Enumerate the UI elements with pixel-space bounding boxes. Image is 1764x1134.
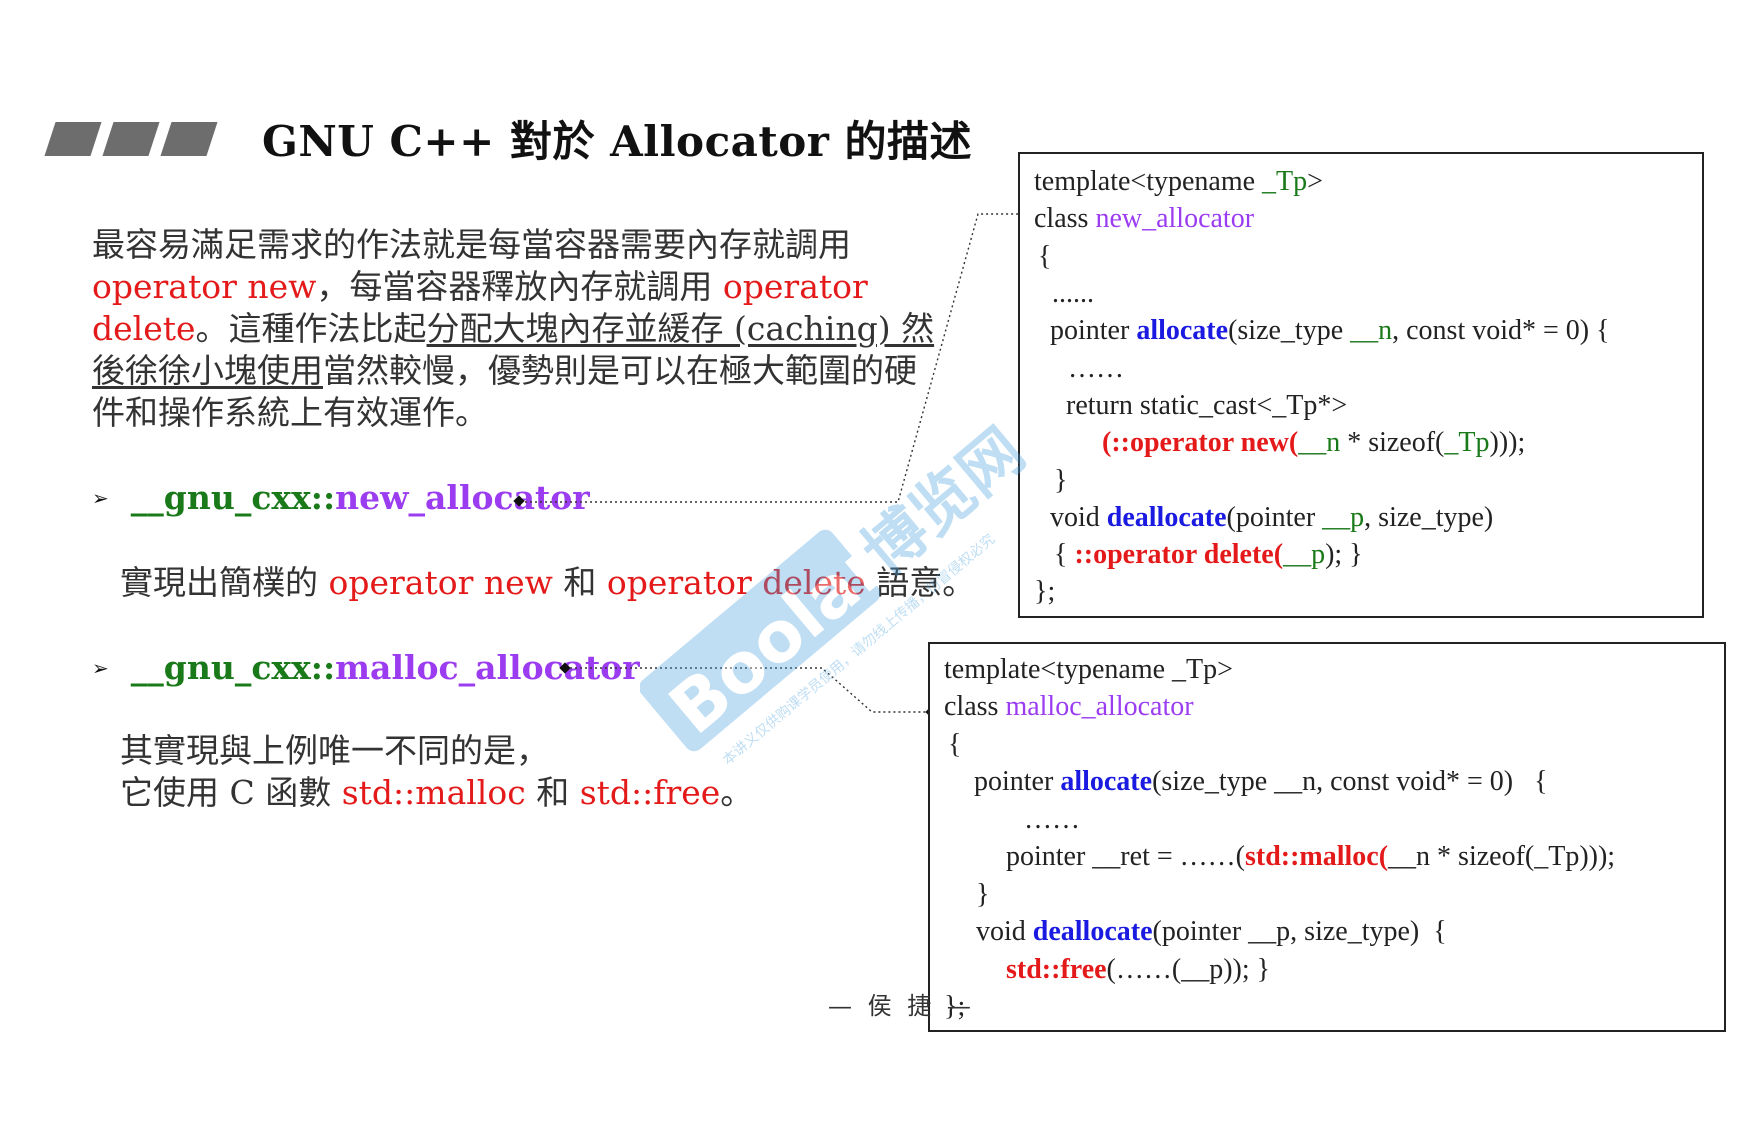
code-line: …… xyxy=(1024,804,1080,835)
intro-underlined: 分配大塊內存並緩存 (caching) 然後徐徐小塊使用 xyxy=(92,309,935,390)
connector-diamond xyxy=(513,495,525,507)
code-box-malloc-allocator: template<typename _Tp> class malloc_allo… xyxy=(928,642,1726,1032)
code-line: …… xyxy=(1068,353,1124,384)
code-line: } xyxy=(976,879,990,910)
desc-operator-delete: operator delete xyxy=(606,563,866,602)
code-line: pointer __ret = ……(std::malloc(__n * siz… xyxy=(1006,841,1616,872)
code-line: }; xyxy=(1034,576,1056,607)
code-line: }; xyxy=(944,991,966,1022)
bullet-arrow-icon: ➢ xyxy=(92,485,109,510)
code-line: class new_allocator xyxy=(1034,203,1255,234)
desc-text: 。 xyxy=(720,773,754,812)
code-line: std::free(……(__p)); } xyxy=(1006,954,1271,985)
code-line: (::operator new(__n * sizeof(_Tp))); xyxy=(1102,427,1526,458)
code-line: { ::operator delete(__p); } xyxy=(1054,539,1363,570)
desc-text: 和 xyxy=(525,773,580,812)
desc-operator-new: operator new xyxy=(328,563,553,602)
watermark: Boolan 博览网 本讲义仅供购课学员使用，请勿线上传播，仿冒侵权必究 xyxy=(640,414,1038,769)
code-line: void deallocate(pointer __p, size_type) xyxy=(1050,502,1494,533)
intro-text-1: 最容易滿足需求的作法就是每當容器需要內存就調用 xyxy=(92,225,851,264)
watermark-cn: 博览网 xyxy=(849,414,1038,589)
desc-std-malloc: std::malloc xyxy=(341,773,526,812)
code-line: } xyxy=(1054,465,1068,496)
bullet-namespace: __gnu_cxx:: xyxy=(130,648,336,687)
code-line: ...... xyxy=(1052,278,1094,309)
bullet-malloc-allocator-desc: 其實現與上例唯一不同的是， 它使用 C 函數 std::malloc 和 std… xyxy=(120,730,753,814)
intro-text-3: 。這種作法比起 xyxy=(195,309,427,348)
bullet-arrow-icon: ➢ xyxy=(92,655,109,680)
code-line: pointer allocate(size_type __n, const vo… xyxy=(1050,315,1610,346)
connector-malloc-allocator xyxy=(560,667,934,713)
bullet-class-name: malloc_allocator xyxy=(335,648,640,687)
code-line: template<typename _Tp> xyxy=(944,654,1233,685)
connector-diamond xyxy=(559,662,571,674)
intro-text-2: ，每當容器釋放內存就調用 xyxy=(316,267,723,306)
author-signature: — 侯 捷 — xyxy=(828,992,975,1020)
code-line: pointer allocate(size_type __n, const vo… xyxy=(974,766,1548,797)
desc-text: 其實現與上例唯一不同的是， xyxy=(120,731,549,770)
page-title: GNU C++ 對於 Allocator 的描述 xyxy=(262,117,973,166)
desc-text: 它使用 C 函數 xyxy=(120,773,342,812)
code-line: template<typename _Tp> xyxy=(1034,166,1323,197)
code-line: class malloc_allocator xyxy=(944,691,1194,722)
desc-std-free: std::free xyxy=(579,773,721,812)
code-line: void deallocate(pointer __p, size_type) … xyxy=(976,916,1447,947)
code-line: return static_cast<_Tp*> xyxy=(1066,390,1348,421)
code-line: { xyxy=(948,729,962,760)
intro-operator-delete: operator delete xyxy=(92,267,868,348)
bullet-class-name: new_allocator xyxy=(335,478,590,517)
watermark-brand-box xyxy=(640,529,881,752)
bullet-malloc-allocator: ➢ __gnu_cxx::malloc_allocator xyxy=(92,648,640,687)
desc-text: 和 xyxy=(552,563,607,602)
bullet-new-allocator: ➢ __gnu_cxx::new_allocator xyxy=(92,478,590,517)
code-line: { xyxy=(1038,241,1052,272)
desc-text: 語意。 xyxy=(865,563,976,602)
intro-operator-new: operator new xyxy=(92,267,317,306)
bullet-namespace: __gnu_cxx:: xyxy=(130,478,336,517)
desc-text: 實現出簡樸的 xyxy=(120,563,329,602)
intro-paragraph: 最容易滿足需求的作法就是每當容器需要內存就調用 operator new，每當容… xyxy=(92,224,942,434)
intro-text-5: 當然較慢，優勢則是可以在極大範圍的硬件和操作系統上有效運作。 xyxy=(92,351,917,432)
code-box-new-allocator: template<typename _Tp> class new_allocat… xyxy=(1018,152,1704,618)
bullet-new-allocator-desc: 實現出簡樸的 operator new 和 operator delete 語意… xyxy=(120,562,975,604)
